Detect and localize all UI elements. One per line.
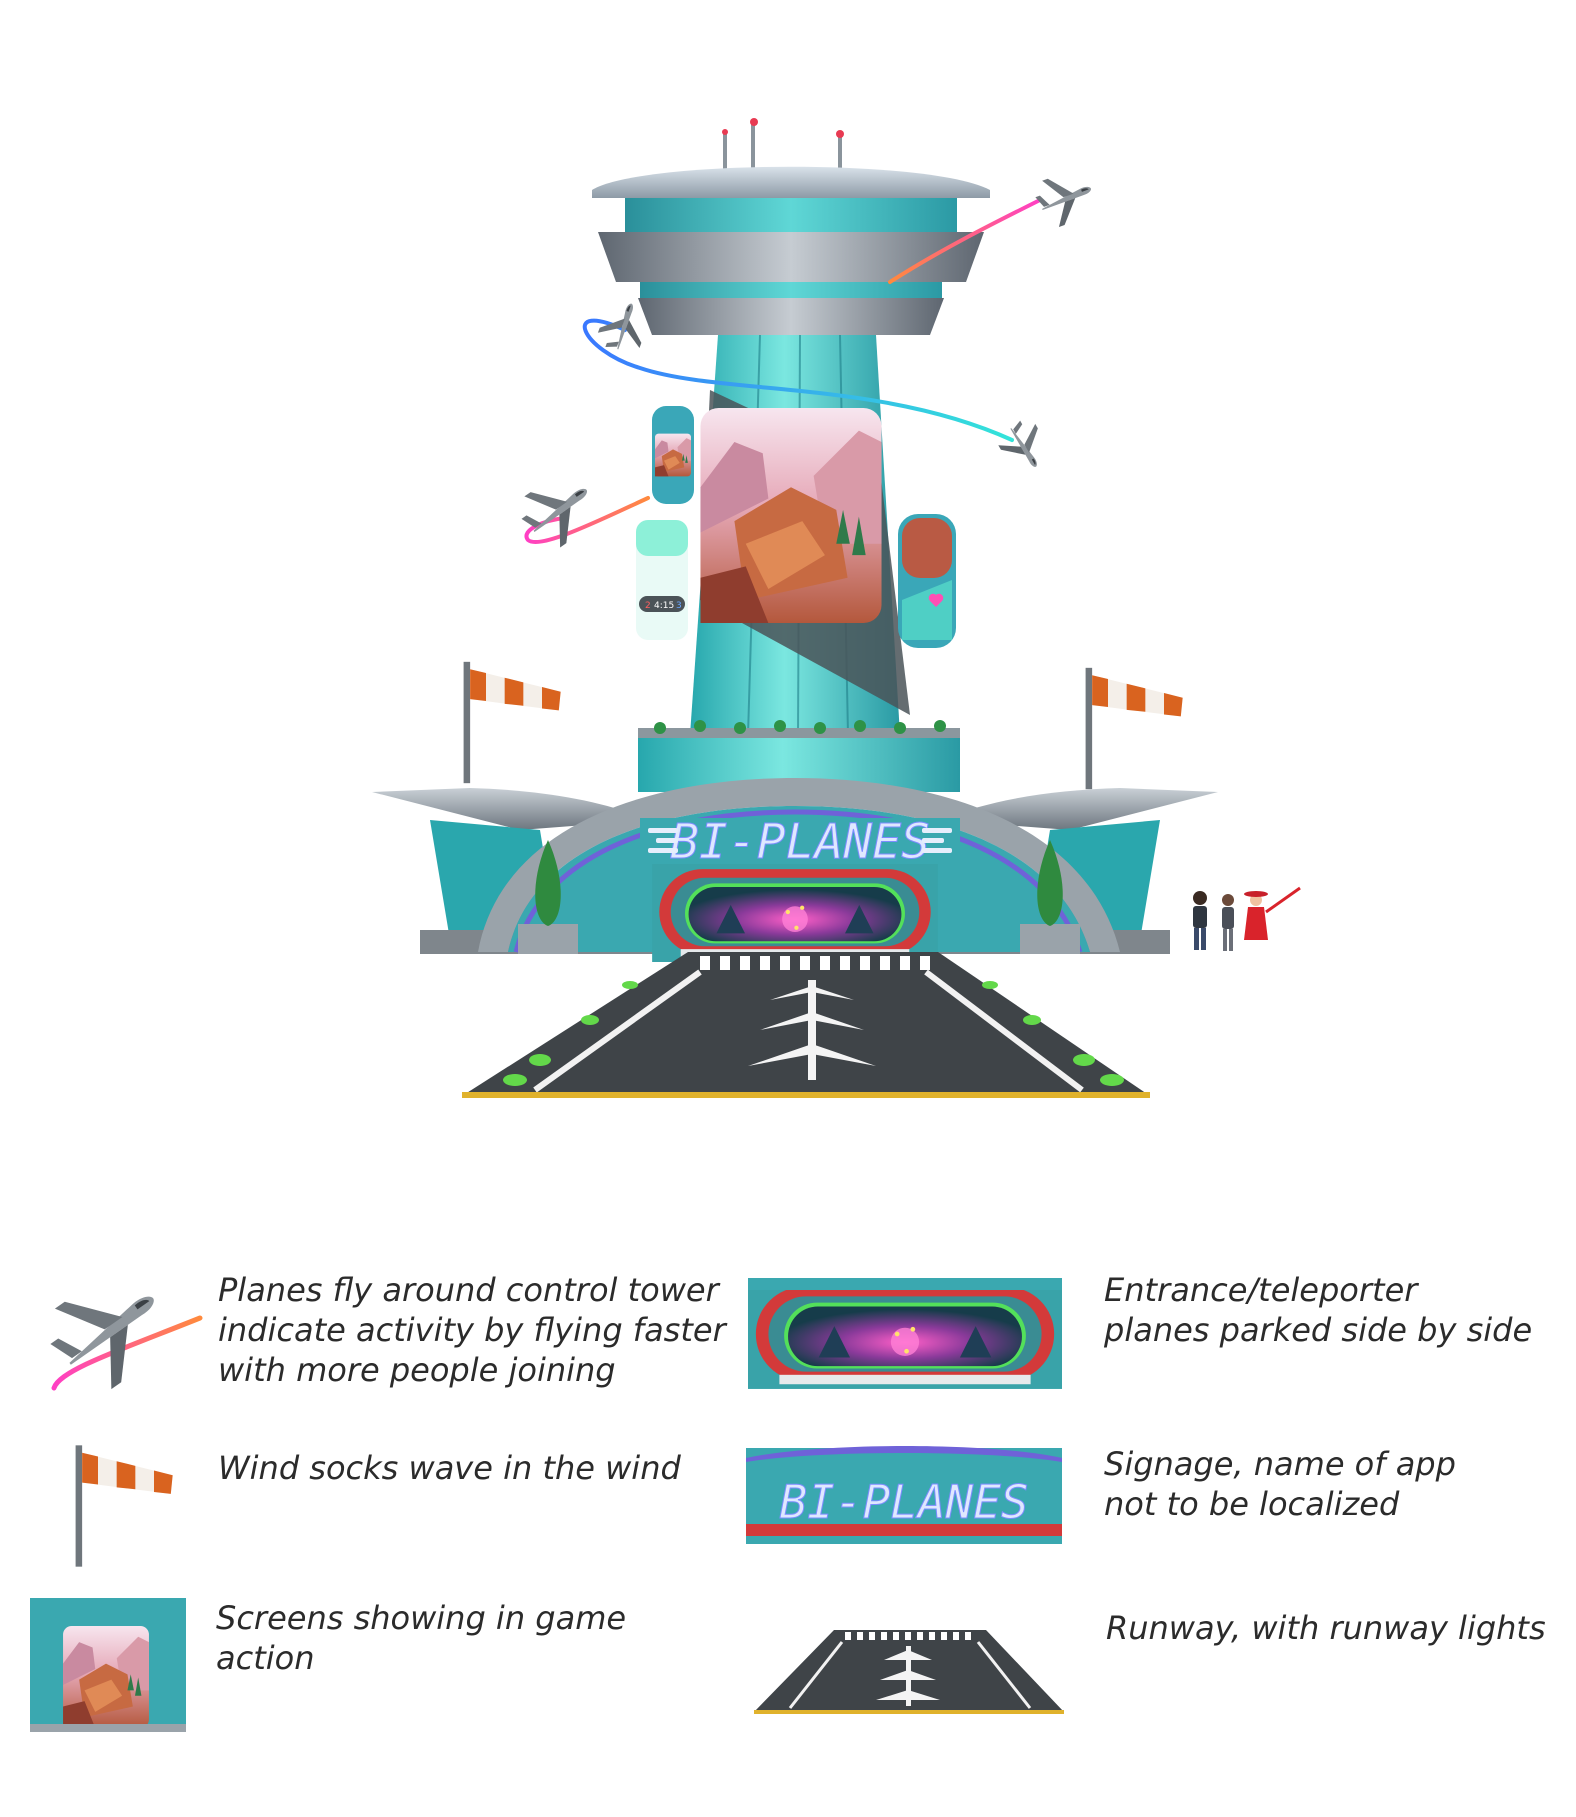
tower-cab bbox=[625, 198, 957, 232]
legend-text-screens: Screens showing in game action bbox=[216, 1598, 626, 1678]
plane-icon bbox=[993, 414, 1054, 478]
legend-line: Signage, name of app bbox=[1104, 1445, 1456, 1483]
entrance-portal bbox=[652, 862, 938, 962]
plane-icon bbox=[511, 465, 605, 557]
windsock-left bbox=[463, 661, 561, 784]
legend-text-planes: Planes fly around control tower indicate… bbox=[218, 1270, 726, 1390]
legend-line: Screens showing in game bbox=[216, 1599, 627, 1637]
terminal-wing-right bbox=[940, 788, 1218, 830]
legend-text-windsocks: Wind socks wave in the wind bbox=[218, 1448, 681, 1488]
legend-line: Runway, with runway lights bbox=[1106, 1609, 1546, 1647]
legend-thumb-runway bbox=[754, 1630, 1064, 1714]
screen-right bbox=[898, 514, 956, 648]
avatars-group bbox=[1193, 886, 1301, 951]
legend-line: not to be localized bbox=[1104, 1485, 1400, 1523]
terminal-wing-left bbox=[372, 788, 650, 830]
runway-crosswalk bbox=[700, 956, 930, 970]
legend-line: Wind socks wave in the wind bbox=[218, 1449, 681, 1487]
plane-trail-top bbox=[888, 198, 1042, 284]
legend-thumb-plane bbox=[35, 1259, 203, 1403]
scoreboard-right-score: 3 bbox=[676, 601, 682, 611]
tower-roof bbox=[592, 166, 990, 198]
tower-screens: 2 4:15 3 bbox=[636, 406, 956, 648]
signage-thumb-text: BI-PLANES bbox=[779, 1475, 1028, 1529]
scoreboard-time: 4:15 bbox=[654, 601, 674, 611]
planters bbox=[518, 840, 1080, 954]
legend-thumb-signage: BI-PLANES bbox=[746, 1446, 1062, 1544]
plane-trail-middle bbox=[582, 318, 1014, 442]
legend-text-runway: Runway, with runway lights bbox=[1106, 1608, 1546, 1648]
runway-lights bbox=[503, 981, 1124, 1086]
legend-line: action bbox=[216, 1639, 315, 1677]
tower-antennas bbox=[722, 118, 844, 170]
scoreboard-left-score: 2 bbox=[645, 601, 651, 611]
legend-text-entrance: Entrance/teleporter planes parked side b… bbox=[1104, 1270, 1532, 1350]
legend-line: indicate activity by flying faster bbox=[218, 1311, 726, 1349]
legend-text-signage: Signage, name of app not to be localized bbox=[1104, 1444, 1456, 1524]
runway-arrow-icon bbox=[748, 980, 876, 1080]
legend-line: planes parked side by side bbox=[1104, 1311, 1533, 1349]
app-signage: BI-PLANES bbox=[640, 814, 960, 871]
legend-line: with more people joining bbox=[218, 1351, 616, 1389]
tower-ring-lower bbox=[638, 298, 944, 335]
runway bbox=[462, 952, 1150, 1098]
windsock-right bbox=[1085, 667, 1183, 790]
app-sign-text: BI-PLANES bbox=[670, 814, 930, 870]
terminal-building: BI-PLANES bbox=[372, 720, 1218, 962]
screen-scoreboard: 2 4:15 3 bbox=[636, 520, 688, 640]
tower-ring-upper bbox=[598, 232, 984, 282]
legend-thumb-entrance bbox=[748, 1278, 1062, 1389]
windsock-icon bbox=[75, 1445, 173, 1567]
flying-planes bbox=[511, 166, 1100, 557]
plane-icon bbox=[1030, 166, 1100, 232]
legend-line: Planes fly around control tower bbox=[218, 1271, 719, 1309]
screen-main bbox=[700, 408, 882, 623]
legend-thumb-screens bbox=[30, 1598, 186, 1732]
legend-line: Entrance/teleporter bbox=[1104, 1271, 1418, 1309]
